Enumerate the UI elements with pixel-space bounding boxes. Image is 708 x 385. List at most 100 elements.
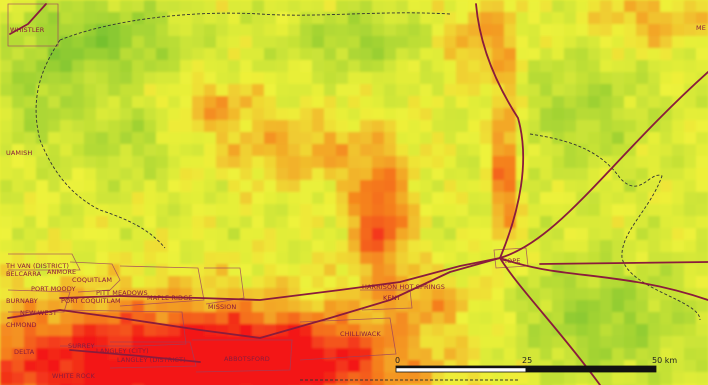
raster-cell: [48, 204, 61, 217]
raster-cell: [348, 204, 361, 217]
raster-cell: [240, 24, 253, 37]
raster-cell: [312, 84, 325, 97]
raster-cell: [168, 204, 181, 217]
mission-boundary: [204, 267, 245, 305]
raster-cell: [672, 312, 685, 325]
raster-cell: [216, 252, 229, 265]
raster-cell: [408, 60, 421, 73]
raster-cell: [276, 156, 289, 169]
raster-cell: [588, 108, 601, 121]
raster-cell: [528, 204, 541, 217]
raster-cell: [288, 252, 301, 265]
raster-cell: [612, 348, 625, 361]
raster-cell: [456, 156, 469, 169]
raster-cell: [120, 144, 133, 157]
raster-cell: [648, 252, 661, 265]
raster-cell: [36, 156, 49, 169]
raster-cell: [240, 156, 253, 169]
raster-cell: [36, 372, 49, 385]
raster-cell: [264, 192, 277, 205]
raster-cell: [324, 84, 337, 97]
raster-cell: [252, 240, 265, 253]
raster-cell: [636, 264, 649, 277]
raster-cell: [312, 72, 325, 85]
raster-cell: [636, 84, 649, 97]
raster-cell: [576, 216, 589, 229]
raster-cell: [384, 108, 397, 121]
raster-cell: [108, 36, 121, 49]
raster-cell: [72, 24, 85, 37]
raster-cell: [144, 264, 157, 277]
raster-cell: [252, 0, 265, 13]
raster-cell: [624, 120, 637, 133]
raster-cell: [60, 24, 73, 37]
raster-cell: [684, 336, 697, 349]
raster-cell: [240, 84, 253, 97]
raster-cell: [552, 180, 565, 193]
raster-cell: [564, 0, 577, 13]
raster-cell: [300, 156, 313, 169]
raster-cell: [324, 192, 337, 205]
raster-cell: [336, 216, 349, 229]
raster-cell: [216, 96, 229, 109]
raster-cell: [492, 96, 505, 109]
raster-cell: [24, 72, 37, 85]
raster-cell: [672, 0, 685, 13]
raster-cell: [504, 12, 517, 25]
raster-cell: [60, 240, 73, 253]
raster-cell: [528, 300, 541, 313]
raster-cell: [312, 192, 325, 205]
raster-cell: [264, 120, 277, 133]
raster-cell: [132, 312, 145, 325]
raster-cell: [576, 156, 589, 169]
raster-cell: [108, 204, 121, 217]
raster-cell: [612, 204, 625, 217]
raster-cell: [168, 132, 181, 145]
raster-cell: [276, 300, 289, 313]
raster-cell: [456, 348, 469, 361]
raster-cell: [396, 96, 409, 109]
raster-cell: [144, 84, 157, 97]
raster-cell: [684, 144, 697, 157]
raster-cell: [204, 336, 217, 349]
raster-cell: [96, 156, 109, 169]
raster-cell: [588, 192, 601, 205]
raster-cell: [600, 84, 613, 97]
raster-cell: [516, 204, 529, 217]
raster-cell: [660, 0, 673, 13]
raster-cell: [360, 264, 373, 277]
label-harrison: HARRISON HOT SPRINGS: [362, 283, 445, 291]
raster-cell: [408, 216, 421, 229]
raster-cell: [456, 96, 469, 109]
raster-cell: [336, 372, 349, 385]
raster-cell: [576, 120, 589, 133]
raster-cell: [156, 276, 169, 289]
raster-cell: [600, 336, 613, 349]
raster-cell: [24, 156, 37, 169]
raster-cell: [276, 120, 289, 133]
raster-cell: [396, 228, 409, 241]
raster-cell: [552, 348, 565, 361]
raster-cell: [12, 60, 25, 73]
raster-cell: [216, 336, 229, 349]
raster-cell: [132, 216, 145, 229]
raster-cell: [612, 228, 625, 241]
raster-cell: [180, 324, 193, 337]
raster-cell: [168, 96, 181, 109]
raster-cell: [156, 60, 169, 73]
raster-cell: [300, 120, 313, 133]
raster-cell: [516, 48, 529, 61]
raster-cell: [384, 276, 397, 289]
raster-cell: [360, 60, 373, 73]
raster-cell: [336, 324, 349, 337]
raster-cell: [600, 24, 613, 37]
raster-cell: [432, 84, 445, 97]
raster-cell: [480, 276, 493, 289]
raster-cell: [228, 36, 241, 49]
raster-cell: [144, 156, 157, 169]
raster-cell: [528, 132, 541, 145]
raster-cell: [576, 288, 589, 301]
raster-cell: [468, 204, 481, 217]
raster-cell: [324, 204, 337, 217]
